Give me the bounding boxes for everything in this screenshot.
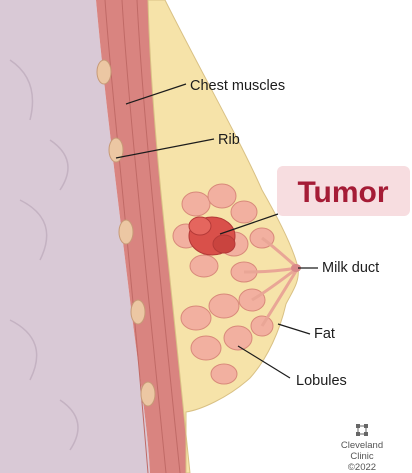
rib [141, 382, 155, 406]
cleveland-clinic-logo-icon [356, 424, 368, 436]
credit-clinic: Clinic [350, 451, 373, 462]
tumor-mass [189, 217, 235, 255]
rib [109, 138, 123, 162]
credit-cleveland: Cleveland [341, 440, 383, 451]
rib [119, 220, 133, 244]
rib [97, 60, 111, 84]
fat-label: Fat [314, 326, 335, 342]
tumor-label: Tumor [297, 176, 388, 209]
rib [131, 300, 145, 324]
chest-muscles-label: Chest muscles [190, 78, 285, 94]
fat-leader [278, 324, 310, 334]
lobules-label: Lobules [296, 373, 347, 389]
rib-label: Rib [218, 132, 240, 148]
credit-copyright: ©2022 [348, 462, 376, 473]
milk-duct-label: Milk duct [322, 260, 379, 276]
